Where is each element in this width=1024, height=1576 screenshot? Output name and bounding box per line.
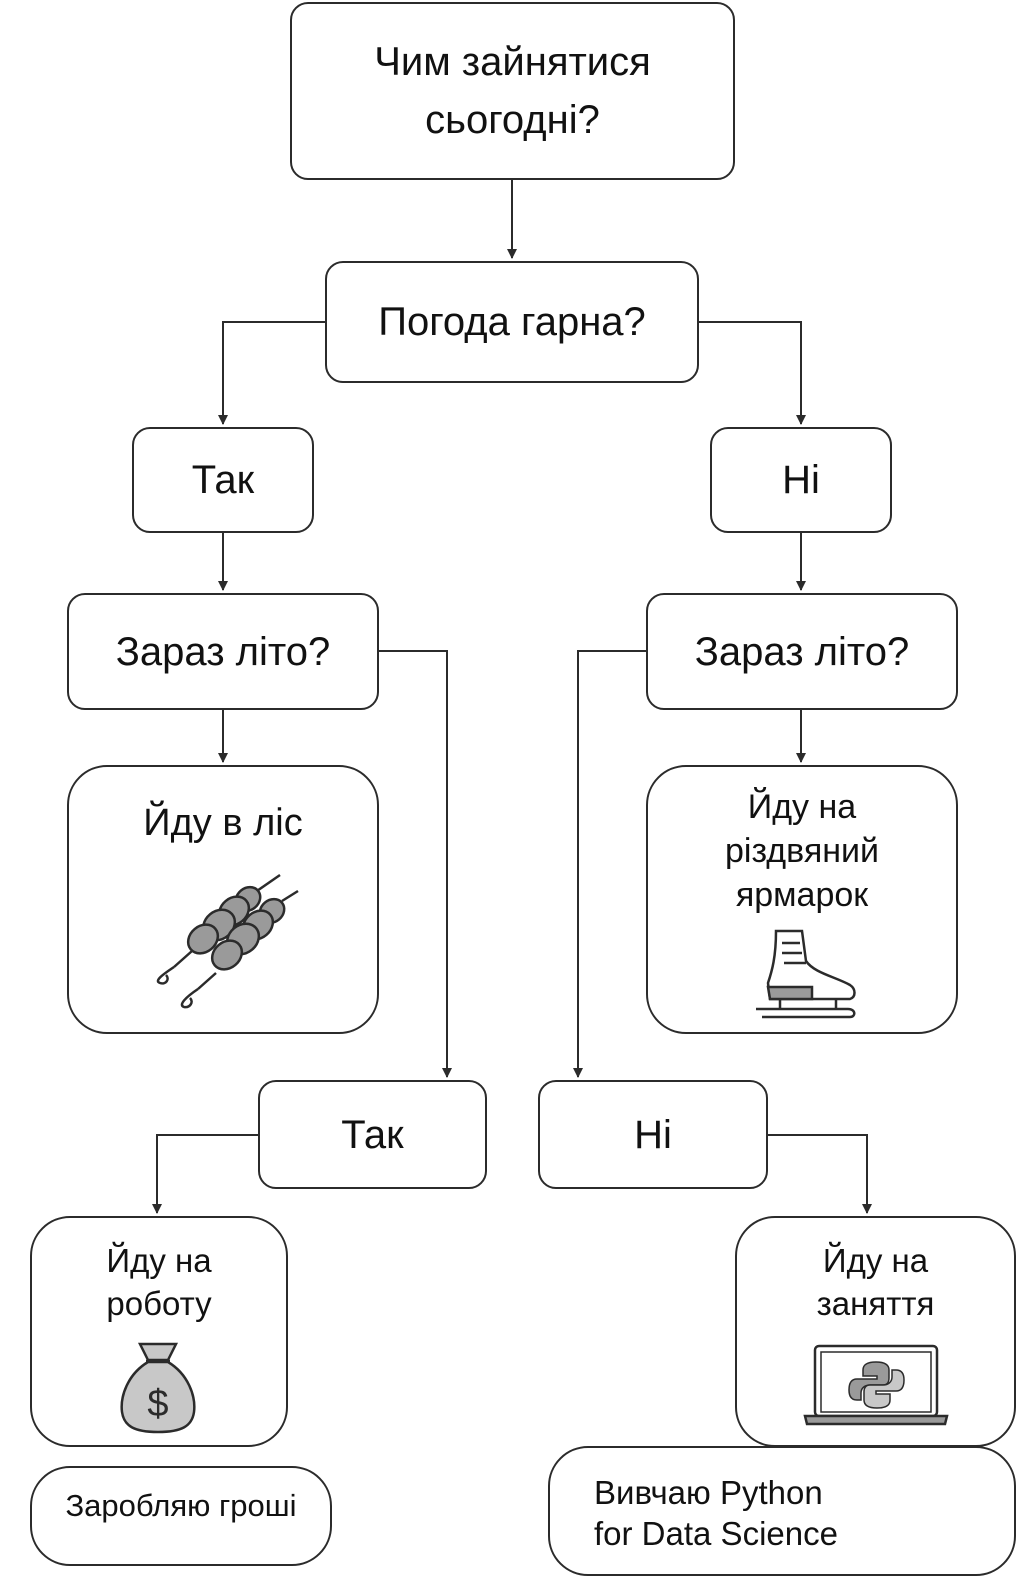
ice-skate-icon: [756, 929, 856, 1019]
start-node: Чим зайнятися сьогодні?: [290, 2, 735, 180]
forest-activity-label: Йду в ліс: [143, 802, 303, 844]
classes-activity-node: Йду на заняття: [735, 1216, 1016, 1447]
no-label: Ні: [782, 458, 820, 502]
no-answer-node: Ні: [538, 1080, 768, 1189]
money-result-node: Заробляю гроші: [30, 1466, 332, 1566]
laptop-python-icon: [803, 1344, 949, 1426]
summer-question-left-label: Зараз літо?: [115, 629, 331, 674]
summer-question-left-node: Зараз літо?: [67, 593, 379, 710]
fair-activity-node: Йду на різдвяний ярмарок: [646, 765, 958, 1034]
arrow-weather-to-yes: [218, 321, 325, 425]
work-activity-node: Йду на роботу $: [30, 1216, 288, 1447]
arrow-summer-right-to-no2: [573, 650, 647, 1078]
yes-label: Так: [191, 458, 255, 502]
arrow-no2-to-classes: [767, 1134, 872, 1214]
work-activity-label: Йду на роботу: [106, 1242, 212, 1322]
python-result-node: Вивчаю Python for Data Science: [548, 1446, 1016, 1576]
arrow-summer-left-to-yes2: [378, 650, 452, 1078]
arrow-weather-to-no: [698, 321, 806, 425]
fair-activity-label: Йду на різдвяний ярмарок: [725, 788, 879, 915]
yes-node: Так: [132, 427, 314, 533]
forest-activity-node: Йду в ліс: [67, 765, 379, 1034]
start-label: Чим зайнятися сьогодні?: [374, 40, 651, 142]
connectors: [152, 180, 872, 1214]
kebab-skewers-icon: [156, 873, 299, 1009]
no-answer-label: Ні: [634, 1112, 672, 1157]
python-result-label: Вивчаю Python for Data Science: [594, 1474, 838, 1553]
no-node: Ні: [710, 427, 892, 533]
classes-activity-label: Йду на заняття: [816, 1242, 935, 1322]
summer-question-right-label: Зараз літо?: [694, 629, 910, 674]
yes-answer-node: Так: [258, 1080, 487, 1189]
svg-text:$: $: [147, 1383, 168, 1425]
flowchart: Чим зайнятися сьогодні? Погода гарна? Та…: [30, 2, 1016, 1576]
summer-question-right-node: Зараз літо?: [646, 593, 958, 710]
weather-question-node: Погода гарна?: [325, 261, 699, 383]
money-result-label: Заробляю гроші: [65, 1488, 297, 1523]
yes-answer-label: Так: [341, 1112, 404, 1157]
weather-question-label: Погода гарна?: [378, 300, 646, 344]
arrow-yes2-to-work: [152, 1134, 258, 1214]
money-bag-icon: $: [120, 1342, 196, 1434]
